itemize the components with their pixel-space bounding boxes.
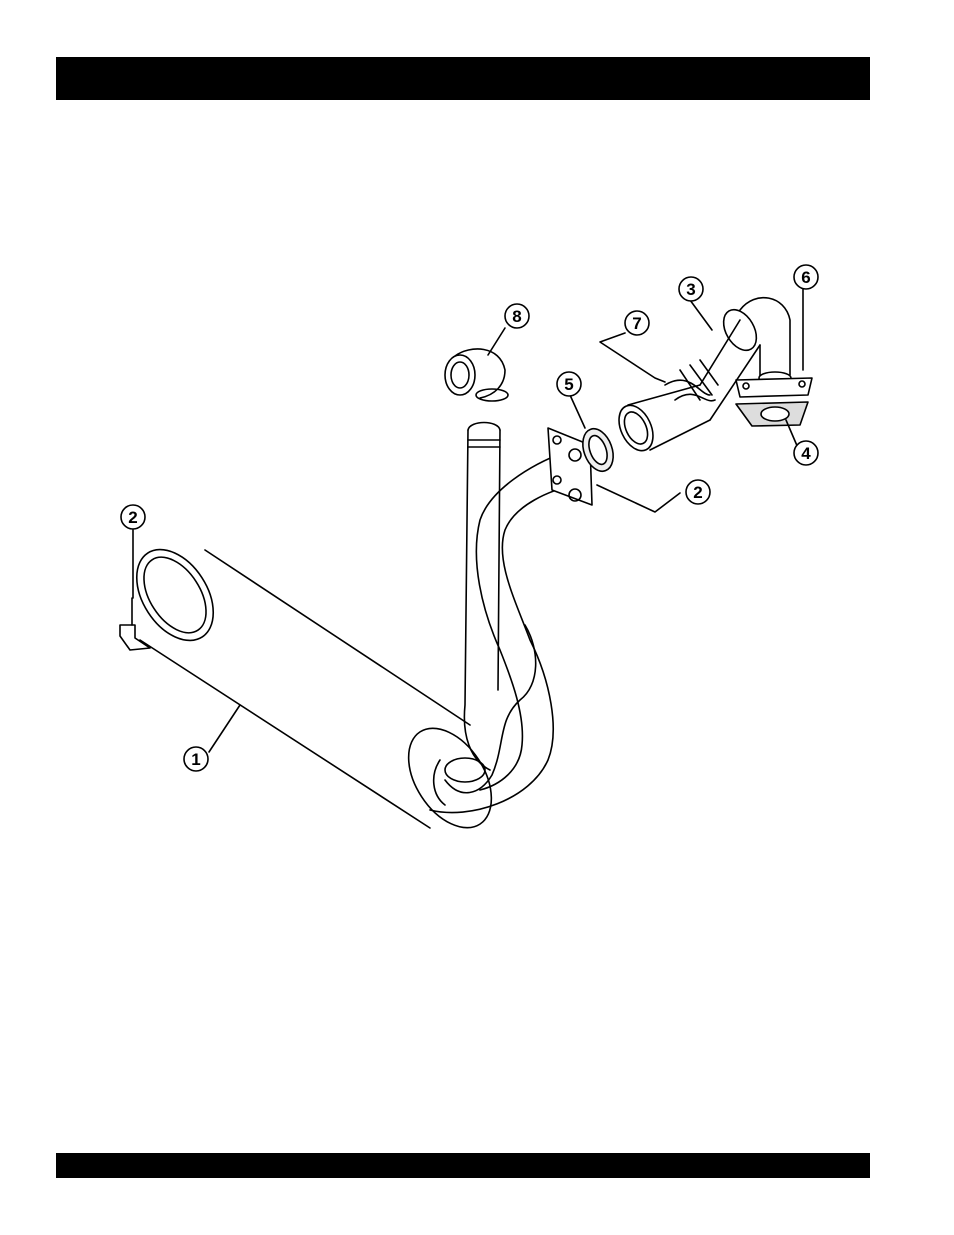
svg-text:2: 2 <box>128 508 137 527</box>
callout-8: 8 <box>505 304 529 328</box>
footer-bar <box>56 1153 870 1178</box>
svg-text:3: 3 <box>686 280 695 299</box>
elbow-fitting <box>445 349 508 401</box>
svg-text:8: 8 <box>512 307 521 326</box>
upper-flange <box>736 378 812 426</box>
svg-text:1: 1 <box>191 750 200 769</box>
callout-3: 3 <box>679 277 703 301</box>
footer-text <box>56 1166 68 1183</box>
svg-text:2: 2 <box>693 483 702 502</box>
callout-1: 1 <box>184 747 208 771</box>
svg-text:7: 7 <box>632 314 641 333</box>
svg-text:6: 6 <box>801 268 810 287</box>
callout-5: 5 <box>557 372 581 396</box>
callout-2-right: 2 <box>686 480 710 504</box>
callout-7: 7 <box>625 311 649 335</box>
callout-2-left: 2 <box>121 505 145 529</box>
callout-4: 4 <box>794 441 818 465</box>
svg-text:4: 4 <box>801 444 811 463</box>
muffler <box>120 536 508 843</box>
callout-6: 6 <box>794 265 818 289</box>
svg-text:5: 5 <box>564 375 573 394</box>
